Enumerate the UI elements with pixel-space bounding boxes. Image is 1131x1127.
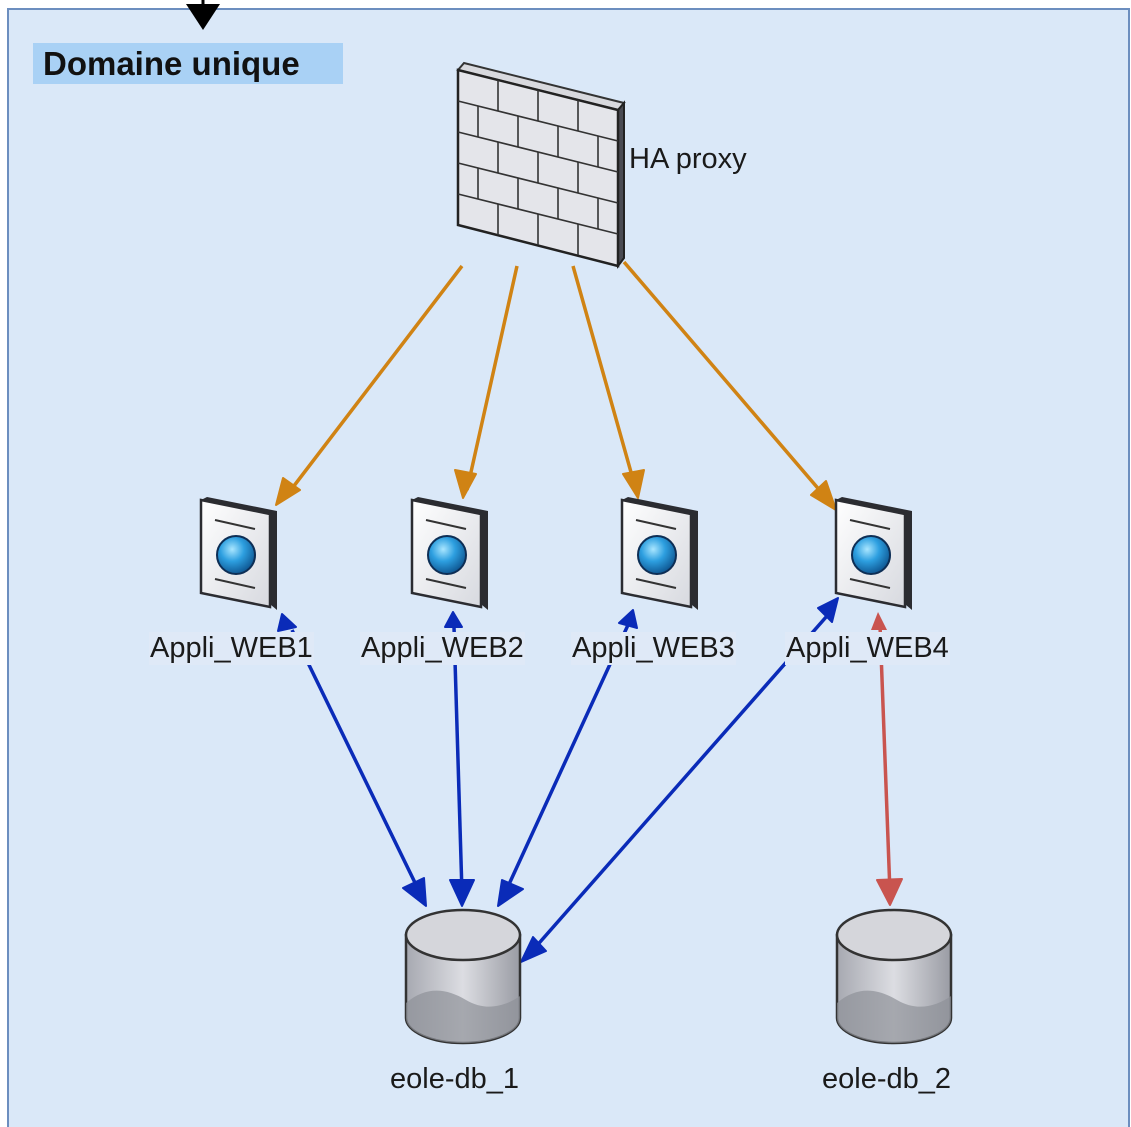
web-server-icon	[199, 497, 277, 610]
edge-web4-db1	[531, 606, 836, 952]
database-icon	[404, 908, 522, 1045]
firewall-icon	[456, 61, 626, 269]
edge-web2-db1	[452, 626, 464, 894]
incoming-arrow	[186, 0, 220, 30]
proxy-edges	[285, 260, 830, 502]
web-server-icon	[410, 497, 488, 610]
edge-proxy-web2	[465, 265, 519, 491]
domain-title: Domaine unique	[33, 43, 343, 84]
web-server-label: Appli_WEB3	[571, 632, 736, 665]
edge-web3-db1	[503, 624, 630, 894]
db1-edges	[290, 606, 836, 952]
db2-edge	[871, 612, 903, 906]
database-label: eole-db_2	[822, 1063, 951, 1095]
db1-edge-arrowheads	[277, 597, 839, 963]
proxy-label: HA proxy	[629, 143, 747, 175]
edge-proxy-web4	[622, 260, 830, 502]
web-server-icon	[834, 497, 912, 610]
web-server-label: Appli_WEB4	[785, 632, 950, 665]
web-server-label: Appli_WEB1	[149, 632, 314, 665]
web-server-label: Appli_WEB2	[360, 632, 525, 665]
proxy-edge-arrowheads	[275, 469, 837, 511]
edge-web1-db1	[290, 629, 422, 894]
database-label: eole-db_1	[390, 1063, 519, 1095]
database-icon	[835, 908, 953, 1045]
web-server-icon	[620, 497, 698, 610]
edge-proxy-web1	[285, 264, 464, 497]
edge-proxy-web3	[571, 265, 638, 491]
